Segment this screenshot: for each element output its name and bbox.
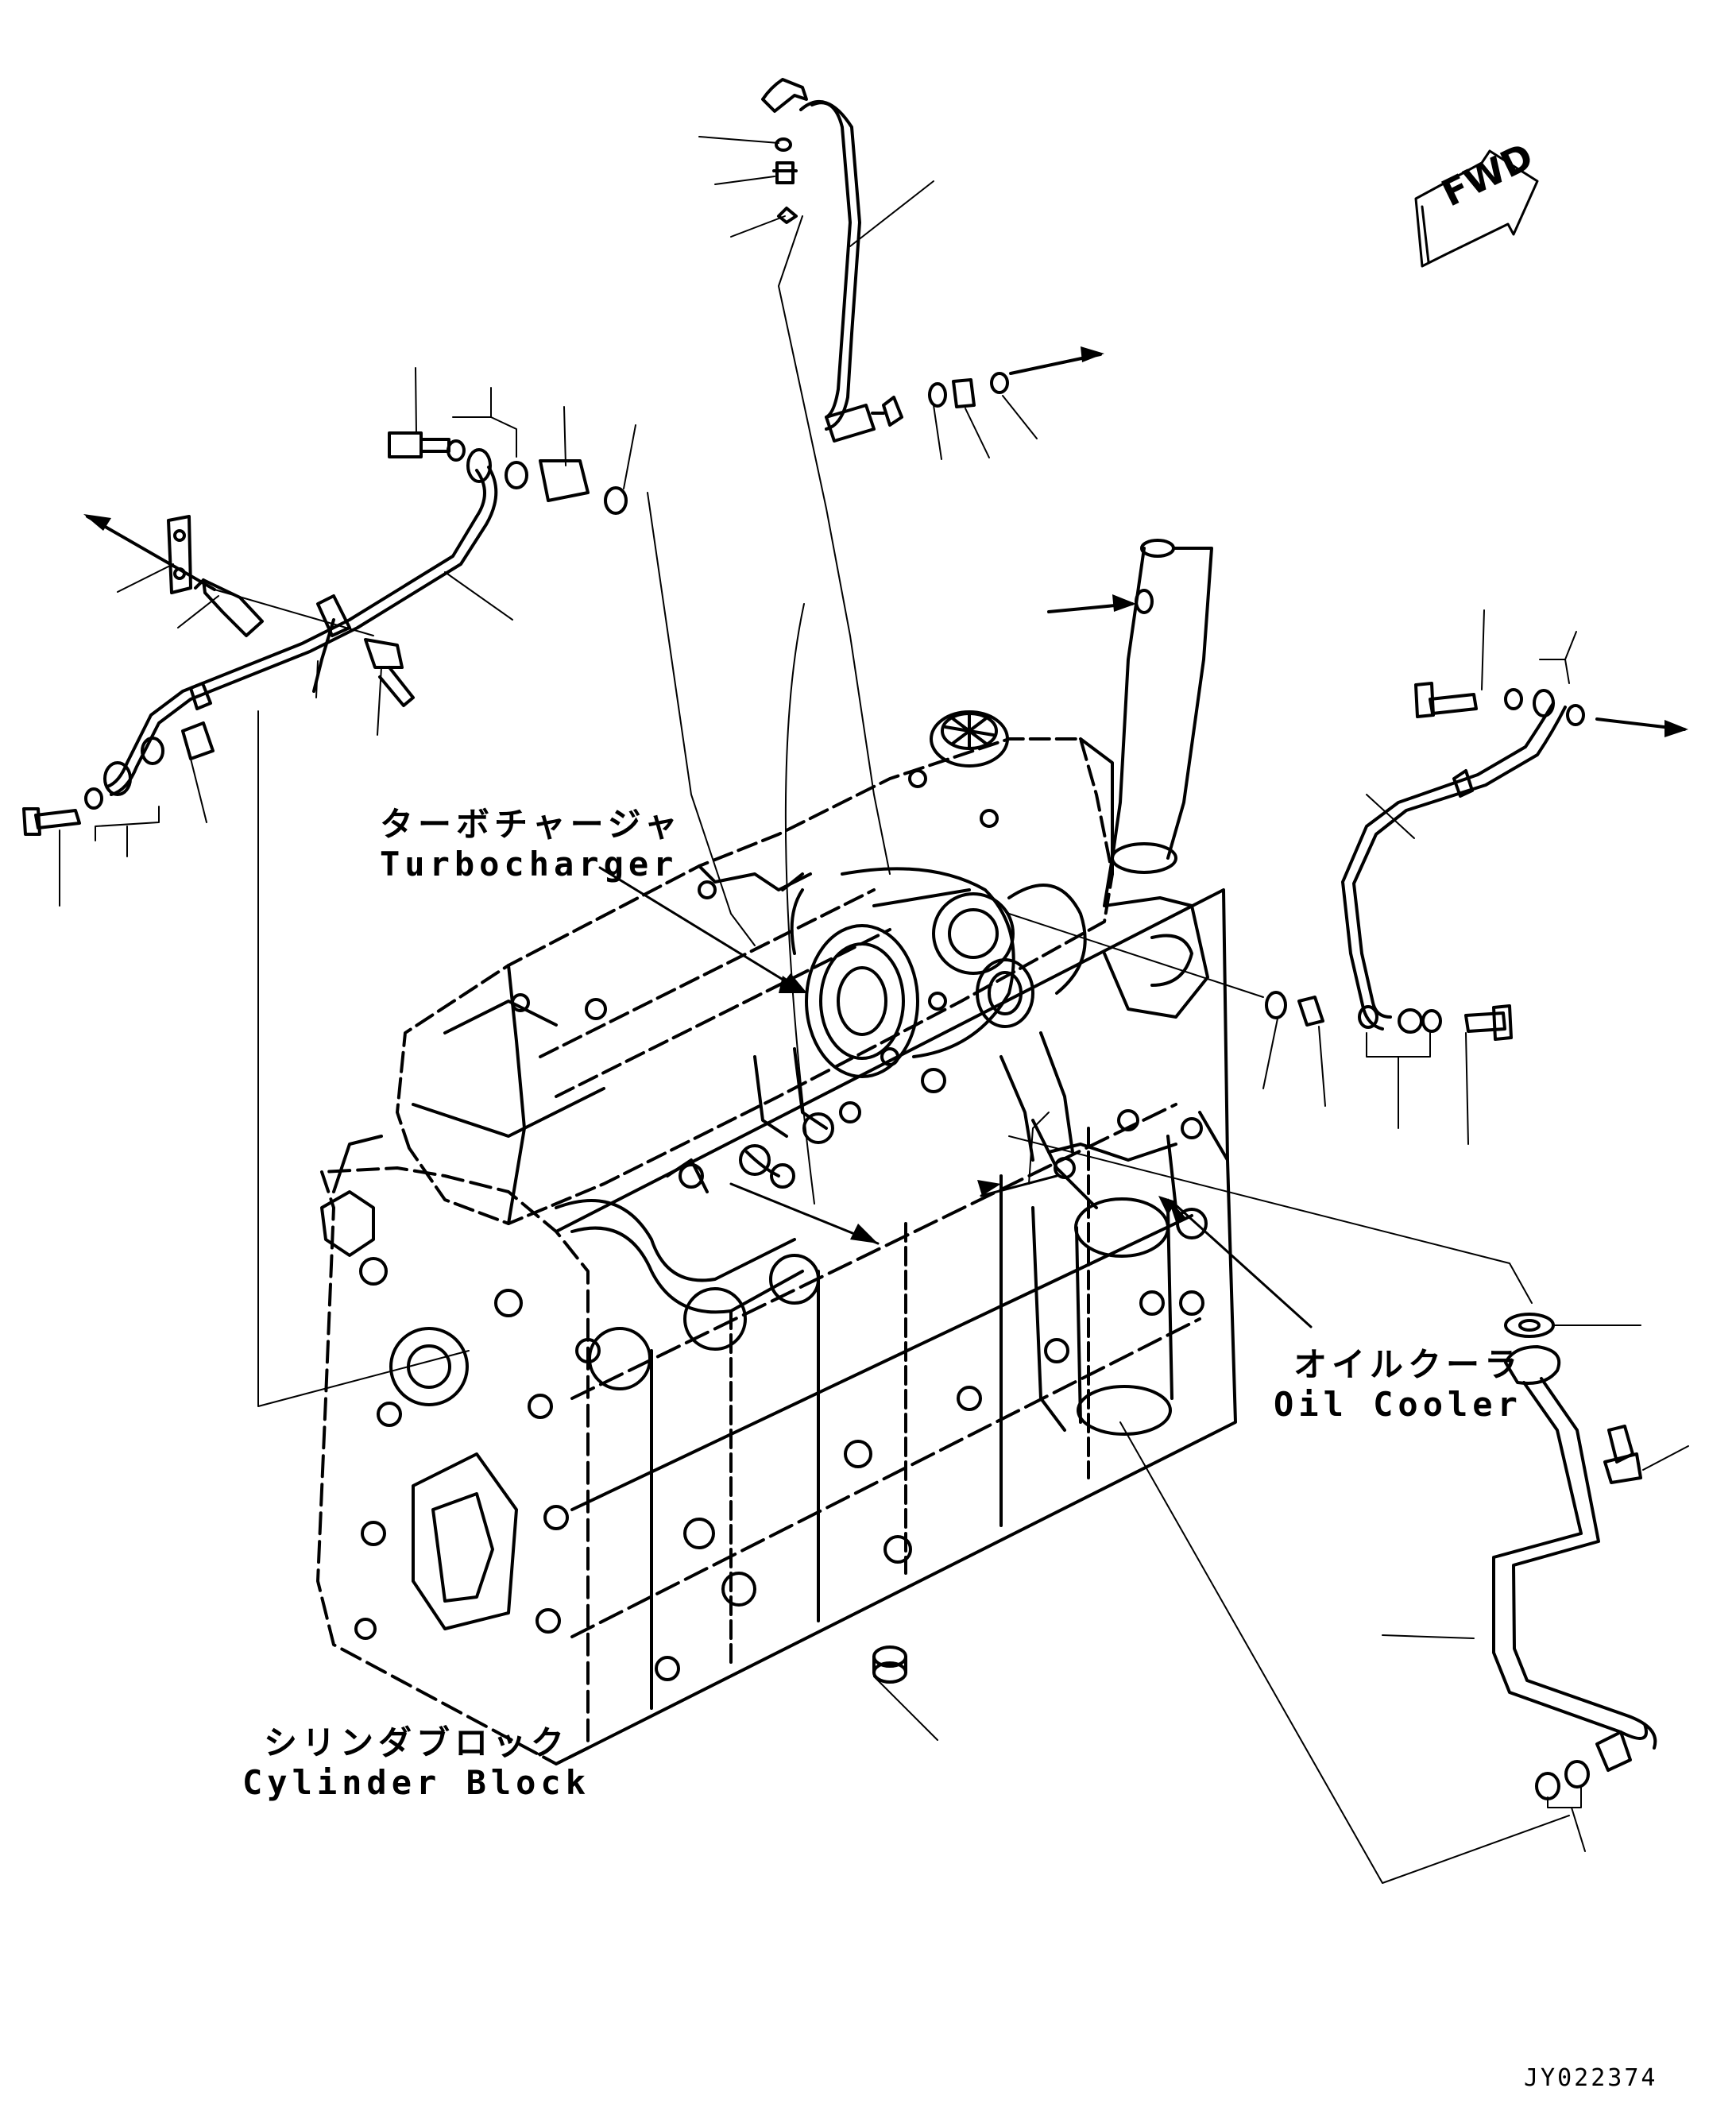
right-oil-line — [1265, 682, 1585, 1041]
turbocharger-label-en: Turbocharger — [380, 845, 679, 884]
left-oil-line — [103, 448, 498, 796]
cylinder-block — [316, 888, 1237, 1765]
oil-cooler-label-jp: オイルクーラ — [1293, 1345, 1523, 1384]
drawing-number: JY022374 — [1524, 2064, 1658, 2092]
center-top-fittings — [772, 137, 798, 224]
turbocharger-label-jp: ターボチャージャ — [380, 805, 682, 844]
turbocharger — [781, 867, 1087, 1078]
arrow-heads — [83, 346, 1688, 1243]
cylinder-block-label-jp: シリンダブロック — [264, 1723, 570, 1762]
exhaust-piping — [555, 1031, 1074, 1314]
turbo-oil-supply-line — [761, 78, 1009, 443]
cylinder-block-label-en: Cylinder Block — [242, 1763, 591, 1802]
annotation-pointers — [598, 866, 1313, 1328]
leader-lines — [59, 136, 1689, 1884]
oil-cooler — [1031, 1109, 1208, 1436]
fwd-arrow-icon — [1414, 149, 1539, 268]
intake-elbow — [1103, 539, 1213, 1019]
oil-cooler-label-en: Oil Cooler — [1274, 1385, 1522, 1424]
